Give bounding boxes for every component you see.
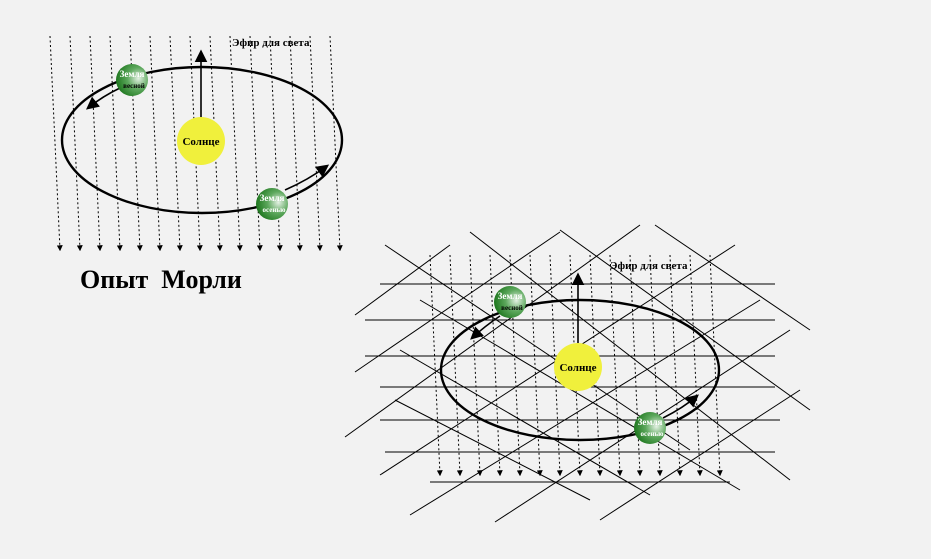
- ether-flow-arrow: [569, 254, 583, 477]
- earth-orbit: [439, 298, 721, 442]
- ether-flow-arrow: [449, 254, 463, 477]
- ether-flow-arrow: [49, 35, 63, 252]
- ether-flow-arrow: [249, 35, 263, 252]
- ether-flow-arrow: [689, 254, 703, 477]
- orbit-direction-arrow: [662, 394, 699, 419]
- diagram-title: Опыт Морли: [80, 265, 242, 294]
- ether-grid-line: [354, 244, 451, 316]
- sun-label: Солнце: [182, 136, 219, 148]
- ether-flow-arrow: [489, 254, 503, 477]
- earth-autumn: [634, 412, 666, 444]
- orbit-direction-arrow: [284, 164, 330, 191]
- earth-autumn-name: Земля: [638, 417, 663, 427]
- earth-autumn-season: осенью: [641, 430, 665, 438]
- ether-flow-arrow: [709, 254, 723, 477]
- ether-flow-arrow: [149, 35, 163, 252]
- ether-grid-line: [354, 231, 561, 373]
- orbit-direction-arrow: [86, 87, 121, 110]
- ether-flow-arrow: [589, 254, 603, 477]
- ether-grid-line: [599, 389, 801, 521]
- ether-flow-arrow: [109, 35, 123, 252]
- ether-grid-line: [384, 244, 691, 451]
- earth-spring-season: весной: [123, 82, 145, 90]
- ether-flow-arrow: [549, 254, 563, 477]
- earth-spring-name: Земля: [120, 69, 145, 79]
- ether-grid-line: [469, 231, 791, 481]
- right-orbit-diagram: Солнце Земля весной Земля осенью Эфир дл…: [344, 224, 811, 523]
- sun-disc: [554, 343, 602, 391]
- sun-label: Солнце: [559, 362, 596, 374]
- earth-spring-name: Земля: [498, 291, 523, 301]
- ether-grid-line: [654, 224, 811, 331]
- ether-flow-arrow: [529, 254, 543, 477]
- ether-grid-line: [559, 229, 811, 411]
- ether-flow-arrow: [629, 254, 643, 477]
- ether-flow-arrow: [429, 254, 443, 477]
- earth-autumn-season: осенью: [263, 206, 287, 214]
- earth-autumn-name: Земля: [260, 193, 285, 203]
- ether-flow-arrow: [469, 254, 483, 477]
- earth-orbit: [60, 65, 344, 215]
- ether-grid-line: [394, 399, 591, 501]
- earth-spring: [116, 64, 148, 96]
- ether-flow-arrow: [309, 35, 323, 252]
- sun-disc: [177, 117, 225, 165]
- earth-autumn: [256, 188, 288, 220]
- ether-flow-arrow: [669, 254, 683, 477]
- ether-flow-arrow: [609, 254, 623, 477]
- ether-label: Эфир для света: [610, 260, 688, 272]
- ether-flow-lines: [429, 254, 723, 477]
- orbit-direction-arrow: [470, 315, 501, 340]
- earth-spring-season: весной: [501, 304, 523, 312]
- left-orbit-diagram: Солнце Земля весной Земля осенью Эфир дл…: [49, 35, 344, 252]
- ether-flow-arrow: [89, 35, 103, 252]
- ether-flow-arrow: [289, 35, 303, 252]
- ether-grid-line: [344, 224, 641, 438]
- ether-flow-arrow: [69, 35, 83, 252]
- earth-spring: [494, 286, 526, 318]
- ether-flow-arrow: [329, 35, 343, 252]
- ether-label: Эфир для света: [232, 37, 310, 49]
- ether-flow-arrow: [649, 254, 663, 477]
